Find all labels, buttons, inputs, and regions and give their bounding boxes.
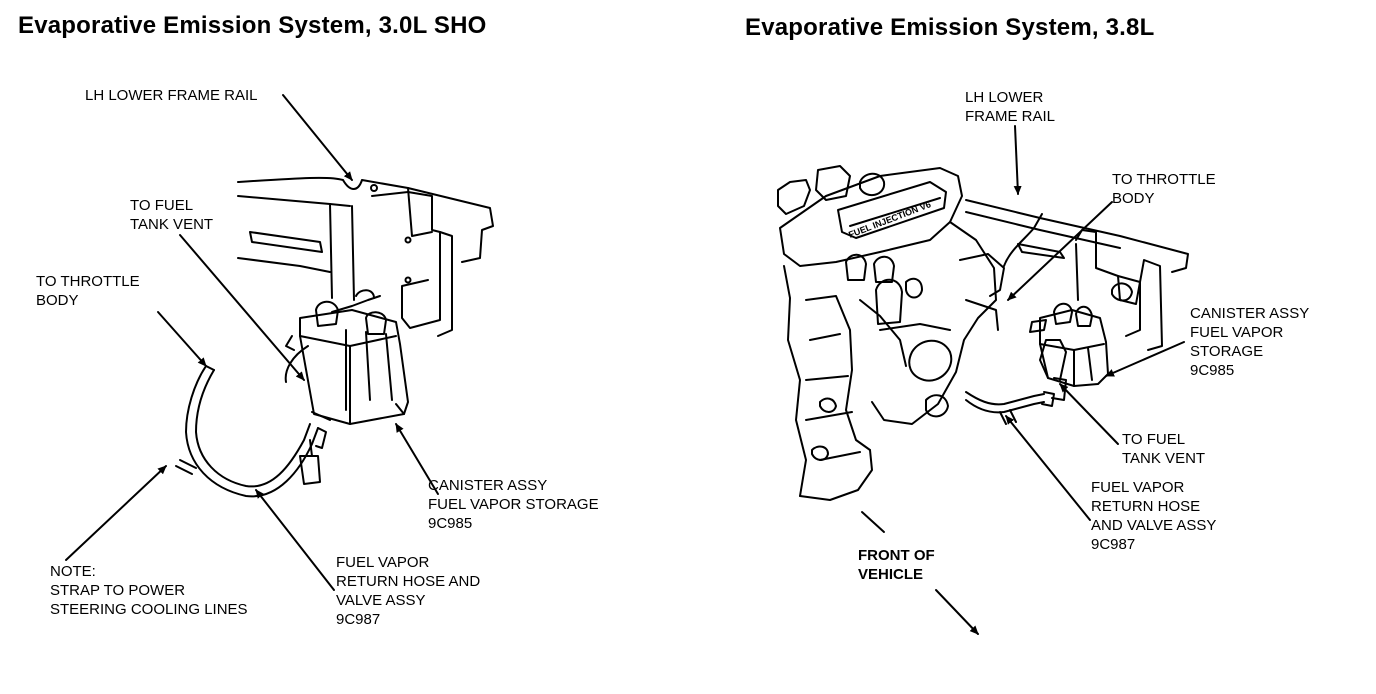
right-label-fuel-tank-vent: TO FUEL TANK VENT [1122,431,1206,467]
left-label-frame-rail: LH LOWER FRAME RAIL [85,87,258,104]
left-hoses [175,295,381,498]
right-label-return-hose: FUEL VAPOR RETURN HOSE AND VALVE ASSY 9C… [1091,479,1217,553]
right-label-throttle-body: TO THROTTLE BODY [1112,171,1216,207]
left-leader-arrows [65,94,439,591]
right-canister [1029,302,1109,387]
left-label-return-hose: FUEL VAPOR RETURN HOSE AND VALVE ASSY 9C… [336,554,481,628]
left-diagram-title: Evaporative Emission System, 3.0L SHO [18,12,487,39]
left-canister [299,289,409,425]
right-label-frame-rail: LH LOWER FRAME RAIL [965,89,1056,125]
right-frame-rail [965,199,1189,351]
left-label-canister: CANISTER ASSY FUEL VAPOR STORAGE 9C985 [428,477,599,532]
left-frame-rail [237,176,494,337]
left-label-fuel-tank-vent: TO FUEL TANK VENT [130,197,214,233]
left-label-throttle-body: TO THROTTLE BODY [36,273,140,309]
right-diagram-title: Evaporative Emission System, 3.8L [745,14,1155,41]
right-engine-lettering: FUEL INJECTION V6 [847,199,932,240]
right-label-front-of-vehicle: FRONT OF VEHICLE [858,547,935,583]
left-label-note: NOTE: STRAP TO POWER STEERING COOLING LI… [50,563,248,618]
right-leader-arrows [861,125,1185,635]
right-hoses [965,213,1067,425]
right-label-canister: CANISTER ASSY FUEL VAPOR STORAGE 9C985 [1190,305,1310,379]
right-engine [777,165,1005,501]
